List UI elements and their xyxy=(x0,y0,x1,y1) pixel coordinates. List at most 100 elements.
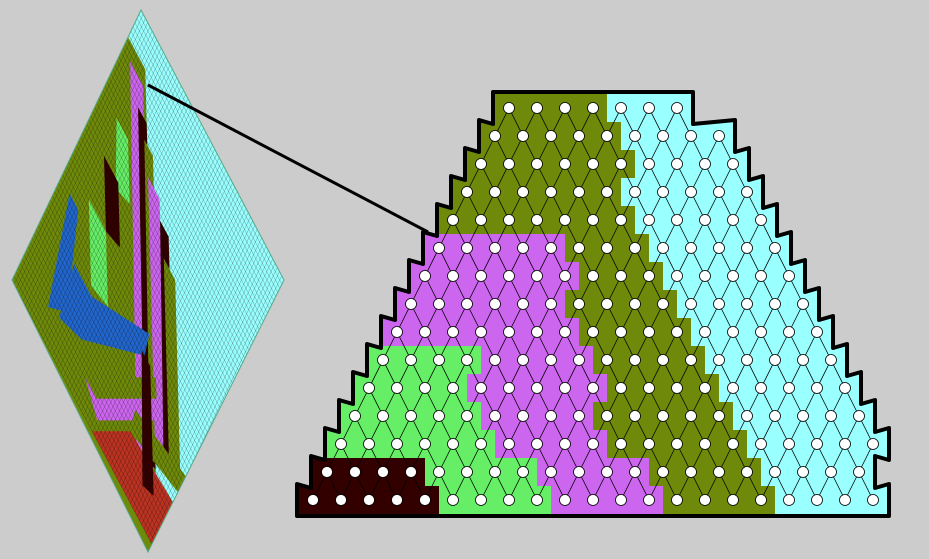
lattice-node xyxy=(531,438,543,450)
lattice-node xyxy=(699,214,711,226)
rhombus-grid-line xyxy=(12,279,156,551)
lattice-node xyxy=(433,298,445,310)
lattice-node xyxy=(559,382,571,394)
lattice-node xyxy=(391,326,403,338)
rhombus-grid-line xyxy=(56,187,200,458)
lattice-node xyxy=(657,410,669,422)
rhombus-grid-line xyxy=(145,263,276,534)
lattice-node xyxy=(363,494,375,506)
lattice-node xyxy=(713,242,725,254)
lattice-node xyxy=(349,410,361,422)
rhombus-grid-line xyxy=(29,241,174,513)
rhombus-grid-line xyxy=(34,233,178,504)
rhombus-grid-line xyxy=(119,212,249,483)
rhombus-band-olive xyxy=(60,350,157,405)
lattice-node xyxy=(629,186,641,198)
lattice-node xyxy=(447,270,459,282)
lattice-node xyxy=(433,410,445,422)
lattice-node xyxy=(601,130,613,142)
rhombus-grid-line xyxy=(48,203,192,475)
lattice-node xyxy=(629,242,641,254)
lattice-node xyxy=(643,326,655,338)
lattice-node xyxy=(629,298,641,310)
lattice-node xyxy=(559,438,571,450)
lattice-node xyxy=(573,354,585,366)
lattice-node xyxy=(461,354,473,366)
lattice-node xyxy=(587,438,599,450)
lattice-node xyxy=(377,354,389,366)
lattice-node xyxy=(699,494,711,506)
lattice-node xyxy=(685,354,697,366)
lattice-node xyxy=(517,354,529,366)
lattice-node xyxy=(363,382,375,394)
lattice-node xyxy=(699,438,711,450)
lattice-node xyxy=(559,494,571,506)
lattice-node xyxy=(573,466,585,478)
lattice-node xyxy=(657,298,669,310)
lattice-node xyxy=(587,158,599,170)
lattice-node xyxy=(727,326,739,338)
lattice-node xyxy=(503,102,515,114)
lattice-node xyxy=(671,326,683,338)
rhombus-band-red xyxy=(123,490,174,529)
lattice-node xyxy=(475,494,487,506)
lattice-node xyxy=(601,186,613,198)
rhombus-grid-line xyxy=(27,246,172,517)
lattice-node xyxy=(489,242,501,254)
lattice-node xyxy=(447,326,459,338)
rhombus-grid-line xyxy=(19,263,164,534)
lattice-node xyxy=(475,382,487,394)
rhombus-grid-line xyxy=(107,191,238,462)
lattice-node xyxy=(699,382,711,394)
rhombus-grid-line xyxy=(74,149,218,420)
lattice-node xyxy=(321,466,333,478)
lattice-node xyxy=(517,410,529,422)
lattice-node xyxy=(685,242,697,254)
lattice-node xyxy=(615,494,627,506)
lattice-node xyxy=(489,410,501,422)
lattice-node xyxy=(797,466,809,478)
lattice-node xyxy=(783,326,795,338)
rhombus-grid-line xyxy=(64,170,208,441)
lattice-node xyxy=(573,410,585,422)
lattice-node xyxy=(559,326,571,338)
rhombus-grid-line xyxy=(130,233,260,504)
lattice-node xyxy=(559,214,571,226)
lattice-node xyxy=(601,242,613,254)
rhombus-grid-line xyxy=(114,203,244,475)
lattice-node xyxy=(797,410,809,422)
rhombus-grid-line xyxy=(134,241,265,513)
rhombus-grid-line xyxy=(96,170,227,441)
tile-band-purple xyxy=(411,262,580,291)
lattice-node xyxy=(601,466,613,478)
rhombus-grid-line xyxy=(40,220,184,492)
lattice-node xyxy=(671,102,683,114)
lattice-node xyxy=(433,242,445,254)
lattice-node xyxy=(559,158,571,170)
zoom-connector-line xyxy=(147,83,429,234)
lattice-node xyxy=(811,438,823,450)
lattice-node xyxy=(405,354,417,366)
lattice-node xyxy=(419,270,431,282)
lattice-node xyxy=(797,354,809,366)
lattice-node xyxy=(545,186,557,198)
lattice-node xyxy=(727,438,739,450)
lattice-node xyxy=(489,354,501,366)
lattice-node xyxy=(699,158,711,170)
rhombus-grid-line xyxy=(32,237,176,508)
lattice-node xyxy=(545,130,557,142)
lattice-node xyxy=(839,438,851,450)
rhombus-grid-line xyxy=(72,153,216,424)
lattice-node xyxy=(559,270,571,282)
lattice-node xyxy=(727,214,739,226)
lattice-node xyxy=(587,494,599,506)
lattice-node xyxy=(503,158,515,170)
lattice-node xyxy=(503,438,515,450)
lattice-node xyxy=(671,158,683,170)
lattice-node xyxy=(503,214,515,226)
rhombus-grid-line xyxy=(141,254,271,525)
tile-band-olive xyxy=(467,150,636,179)
lattice-node xyxy=(685,186,697,198)
lattice-node xyxy=(657,354,669,366)
lattice-node xyxy=(461,466,473,478)
